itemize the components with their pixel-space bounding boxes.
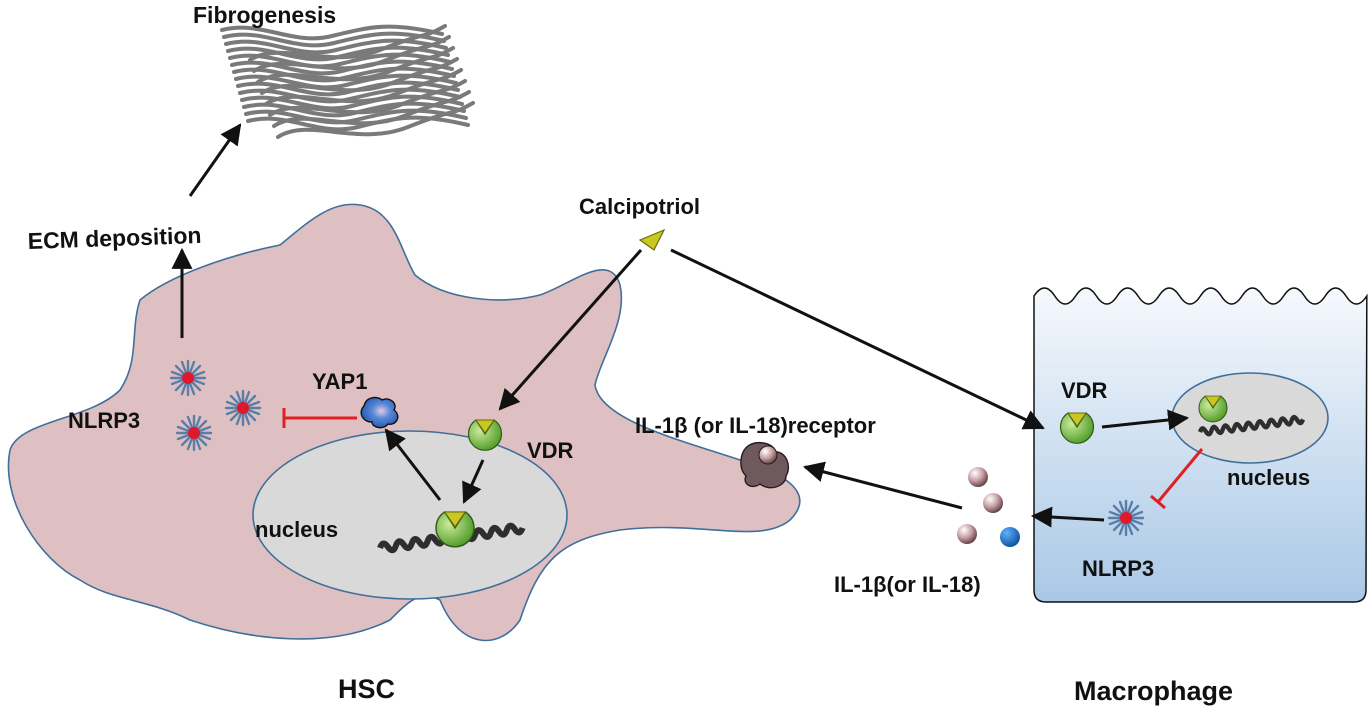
label-hsc: HSC <box>338 674 395 704</box>
fiber-strand <box>264 68 463 106</box>
fiber-strand <box>256 46 455 84</box>
label-cytokine: IL-1β(or IL-18) <box>834 572 981 597</box>
fibrogenesis-fibers <box>220 24 475 139</box>
vdr-protein <box>467 419 503 451</box>
arrow-nlrp3-to-cytokines <box>1030 506 1105 528</box>
fiber-strand <box>276 101 475 139</box>
label-vdr-macrophage: VDR <box>1061 378 1108 403</box>
nlrp3-complex <box>175 414 213 452</box>
label-vdr-hsc: VDR <box>527 438 574 463</box>
fiber-strand <box>238 87 462 104</box>
label-receptor: IL-1β (or IL-18)receptor <box>635 413 876 438</box>
vdr-protein <box>435 511 475 548</box>
label-nucleus-hsc: nucleus <box>255 517 338 542</box>
fiber-strand <box>248 24 447 62</box>
arrow-calcipotriol-to-macrophage-vdr <box>670 248 1045 430</box>
arrow-vdr-to-nucleus <box>462 459 485 504</box>
yap1-protein <box>360 396 399 429</box>
label-macrophage: Macrophage <box>1074 676 1233 706</box>
nlrp3-complex <box>224 389 262 427</box>
arrow-nucleus-to-yap1 <box>384 428 442 501</box>
receptor-icon <box>740 441 790 489</box>
label-ecm-deposition: ECM deposition <box>27 222 202 254</box>
arrow-ecm-to-fibrogenesis <box>188 123 242 197</box>
fiber-strand <box>268 79 467 117</box>
label-nucleus-macrophage: nucleus <box>1227 465 1310 490</box>
hsc-cell <box>7 203 801 642</box>
fiber-strand <box>228 52 452 69</box>
vdr-protein <box>1059 412 1095 444</box>
macrophage-nucleus <box>1171 372 1329 464</box>
fiber-strand <box>220 24 444 41</box>
inhibit-vdr-to-nlrp3 <box>1156 448 1204 503</box>
fiber-strand <box>252 35 451 73</box>
label-fibrogenesis: Fibrogenesis <box>193 2 336 28</box>
arrow-calcipotriol-to-hsc-vdr <box>498 249 643 411</box>
arrow-cytokines-to-receptor <box>802 461 963 510</box>
hsc-nucleus <box>252 430 568 600</box>
fiber-strand <box>222 31 446 48</box>
nlrp3-complex <box>169 359 207 397</box>
calcipotriol-ligand <box>638 228 666 251</box>
vdr-protein <box>1198 395 1228 423</box>
label-calcipotriol: Calcipotriol <box>579 194 700 219</box>
nlrp3-complex <box>1107 499 1145 537</box>
label-nlrp3-hsc: NLRP3 <box>68 408 140 433</box>
cytokine-particles <box>957 467 1020 547</box>
fiber-strand <box>272 90 471 128</box>
arrow-mac-vdr-to-nucleus <box>1101 409 1190 431</box>
fiber-strand <box>260 57 459 95</box>
label-nlrp3-macrophage: NLRP3 <box>1082 556 1154 581</box>
label-yap1: YAP1 <box>312 369 367 394</box>
